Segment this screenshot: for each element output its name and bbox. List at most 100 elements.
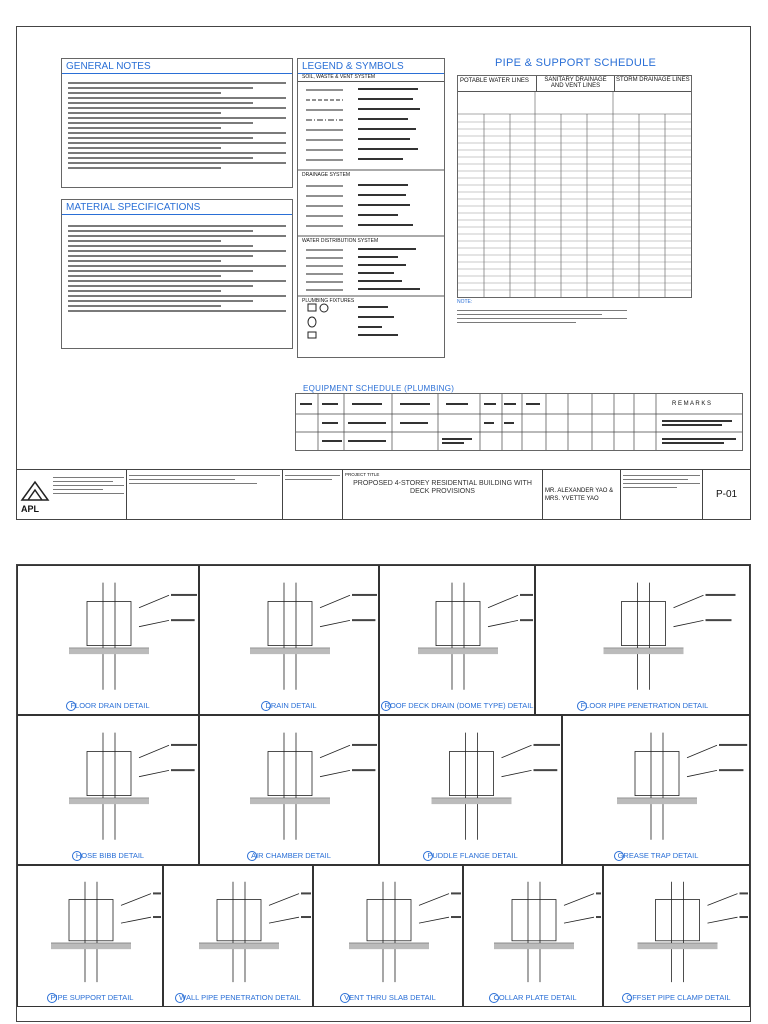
detail-label-text: WALL PIPE PENETRATION DETAIL bbox=[179, 992, 301, 1002]
detail-label-text: GREASE TRAP DETAIL bbox=[617, 850, 699, 860]
detail-drawing bbox=[69, 732, 197, 840]
detail-label-text: DRAIN DETAIL bbox=[265, 700, 317, 710]
detail-panel: VENT THRU SLAB DETAIL bbox=[313, 865, 463, 1007]
detail-drawing bbox=[349, 881, 461, 983]
legend-symbols bbox=[298, 88, 444, 339]
detail-label-text: AIR CHAMBER DETAIL bbox=[251, 850, 331, 860]
detail-panel: COLLAR PLATE DETAIL bbox=[463, 865, 603, 1007]
schedule-note-text bbox=[457, 307, 627, 326]
sheet-p01: GENERAL NOTES MATERIAL SPECIFICATIONS bbox=[16, 26, 751, 520]
detail-panel: DRAIN DETAIL bbox=[199, 565, 379, 715]
revision-cell bbox=[621, 470, 703, 519]
detail-label: VENT THRU SLAB DETAIL bbox=[314, 993, 462, 1003]
equipment-schedule-table: R E M A R K S bbox=[295, 393, 743, 451]
detail-number-bubble-icon bbox=[247, 851, 258, 861]
detail-label-text: VENT THRU SLAB DETAIL bbox=[344, 992, 436, 1002]
general-notes-text bbox=[68, 79, 286, 172]
detail-number-bubble-icon bbox=[71, 851, 82, 861]
firm-logo-cell: APL bbox=[17, 470, 127, 519]
owner-cell: MR. ALEXANDER YAO & MRS. YVETTE YAO bbox=[543, 470, 621, 519]
detail-label: PUDDLE FLANGE DETAIL bbox=[380, 851, 561, 861]
detail-panel: FLOOR DRAIN DETAIL bbox=[17, 565, 199, 715]
detail-panel: HOSE BIBB DETAIL bbox=[17, 715, 199, 865]
detail-label: DRAIN DETAIL bbox=[200, 701, 378, 711]
detail-drawing bbox=[250, 732, 377, 840]
legend-sub-fixtures: PLUMBING FIXTURES bbox=[302, 298, 355, 304]
general-notes-title: GENERAL NOTES bbox=[62, 59, 292, 74]
detail-label: COLLAR PLATE DETAIL bbox=[464, 993, 602, 1003]
legend-title: LEGEND & SYMBOLS bbox=[298, 59, 444, 74]
remarks-header: R E M A R K S bbox=[672, 401, 712, 407]
detail-panel: AIR CHAMBER DETAIL bbox=[199, 715, 379, 865]
engineer-cell bbox=[283, 470, 343, 519]
equipment-schedule-title: EQUIPMENT SCHEDULE (PLUMBING) bbox=[303, 384, 455, 393]
project-title-cell: PROJECT TITLE PROPOSED 4-STOREY RESIDENT… bbox=[343, 470, 543, 519]
col-sanitary: SANITARY DRAINAGE AND VENT LINES bbox=[537, 76, 615, 91]
detail-panel: GREASE TRAP DETAIL bbox=[562, 715, 750, 865]
project-title-label: PROJECT TITLE bbox=[345, 472, 380, 477]
firm-name: APL bbox=[21, 504, 39, 514]
detail-label: ROOF DECK DRAIN (DOME TYPE) DETAIL bbox=[380, 701, 534, 711]
schedule-note-label: NOTE: bbox=[457, 299, 473, 305]
sheet-number-cell: P-01 bbox=[703, 470, 750, 519]
detail-label-text: COLLAR PLATE DETAIL bbox=[493, 992, 577, 1002]
detail-panel: FLOOR PIPE PENETRATION DETAIL bbox=[535, 565, 750, 715]
architect-cell bbox=[127, 470, 283, 519]
detail-drawing bbox=[418, 582, 533, 690]
detail-number-bubble-icon bbox=[340, 993, 351, 1003]
detail-number-bubble-icon bbox=[46, 993, 57, 1003]
detail-label: GREASE TRAP DETAIL bbox=[563, 851, 749, 861]
detail-label: OFFSET PIPE CLAMP DETAIL bbox=[604, 993, 749, 1003]
title-block: APL PROJECT TITLE PROPOSED 4-STOREY RESI… bbox=[17, 469, 750, 519]
detail-label: WALL PIPE PENETRATION DETAIL bbox=[164, 993, 312, 1003]
detail-drawing bbox=[250, 582, 377, 690]
detail-panel: PUDDLE FLANGE DETAIL bbox=[379, 715, 562, 865]
material-specs-title: MATERIAL SPECIFICATIONS bbox=[62, 200, 292, 215]
detail-number-bubble-icon bbox=[423, 851, 434, 861]
detail-label: HOSE BIBB DETAIL bbox=[18, 851, 198, 861]
firm-logo-icon bbox=[20, 480, 50, 501]
detail-number-bubble-icon bbox=[66, 701, 77, 711]
detail-number-bubble-icon bbox=[576, 701, 587, 711]
detail-label: AIR CHAMBER DETAIL bbox=[200, 851, 378, 861]
material-specs-text bbox=[68, 222, 286, 315]
legend-sub-swv: SOIL, WASTE & VENT SYSTEM bbox=[298, 74, 444, 82]
sheet-details: FLOOR DRAIN DETAIL DRAIN DETAIL ROOF DECK … bbox=[16, 564, 751, 1022]
pipe-schedule-grid bbox=[458, 92, 691, 297]
detail-drawing bbox=[617, 732, 748, 840]
detail-label-text: FLOOR PIPE PENETRATION DETAIL bbox=[580, 700, 709, 710]
detail-drawing bbox=[431, 732, 560, 840]
pipe-schedule-table: POTABLE WATER LINES SANITARY DRAINAGE AN… bbox=[457, 75, 692, 298]
col-storm: STORM DRAINAGE LINES bbox=[616, 77, 690, 83]
detail-panel: PIPE SUPPORT DETAIL bbox=[17, 865, 163, 1007]
detail-panel: WALL PIPE PENETRATION DETAIL bbox=[163, 865, 313, 1007]
detail-label-text: OFFSET PIPE CLAMP DETAIL bbox=[626, 992, 731, 1002]
general-notes-box: GENERAL NOTES bbox=[61, 58, 293, 188]
detail-drawing bbox=[51, 881, 161, 983]
pipe-schedule-title: PIPE & SUPPORT SCHEDULE bbox=[495, 57, 657, 69]
detail-drawing bbox=[69, 582, 197, 690]
project-title: PROPOSED 4-STOREY RESIDENTIAL BUILDING W… bbox=[353, 480, 532, 495]
legend-box: LEGEND & SYMBOLS SOIL, WASTE & VENT SYST… bbox=[297, 58, 445, 358]
legend-sub-drainage: DRAINAGE SYSTEM bbox=[302, 172, 351, 178]
detail-number-bubble-icon bbox=[261, 701, 272, 711]
detail-label: PIPE SUPPORT DETAIL bbox=[18, 993, 162, 1003]
detail-drawing bbox=[603, 582, 736, 690]
detail-drawing bbox=[494, 881, 601, 983]
detail-panel: OFFSET PIPE CLAMP DETAIL bbox=[603, 865, 750, 1007]
detail-number-bubble-icon bbox=[489, 993, 500, 1003]
col-potable: POTABLE WATER LINES bbox=[458, 76, 538, 91]
detail-label-text: PIPE SUPPORT DETAIL bbox=[50, 992, 134, 1002]
detail-label-text: PUDDLE FLANGE DETAIL bbox=[427, 850, 518, 860]
detail-panel: ROOF DECK DRAIN (DOME TYPE) DETAIL bbox=[379, 565, 535, 715]
detail-number-bubble-icon bbox=[613, 851, 624, 861]
owner-name: MR. ALEXANDER YAO & MRS. YVETTE YAO bbox=[545, 487, 614, 502]
detail-label: FLOOR PIPE PENETRATION DETAIL bbox=[536, 701, 749, 711]
detail-number-bubble-icon bbox=[622, 993, 633, 1003]
detail-drawing bbox=[637, 881, 748, 983]
material-specs-box: MATERIAL SPECIFICATIONS bbox=[61, 199, 293, 349]
detail-number-bubble-icon bbox=[380, 701, 391, 711]
detail-label-text: FLOOR DRAIN DETAIL bbox=[70, 700, 150, 710]
sheet-number: P-01 bbox=[715, 489, 738, 500]
detail-label-text: ROOF DECK DRAIN (DOME TYPE) DETAIL bbox=[384, 700, 534, 710]
